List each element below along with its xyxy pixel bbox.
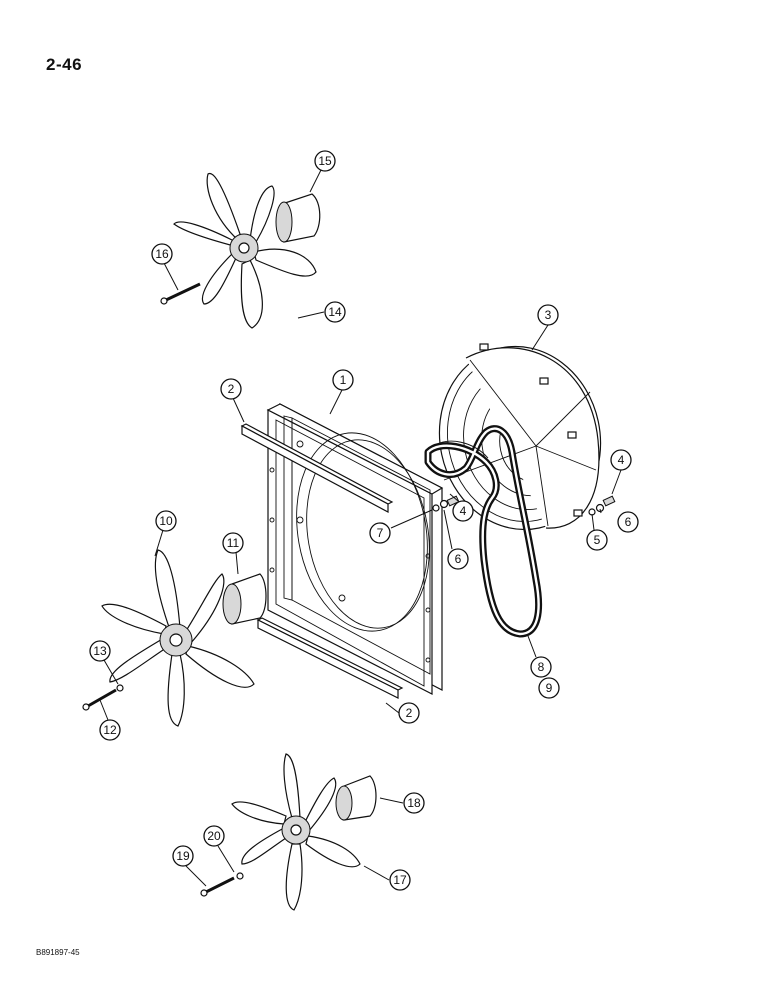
radiator-fan-shroud	[266, 403, 444, 695]
callout-11: 11	[222, 532, 244, 554]
callout-9: 9	[538, 677, 560, 699]
svg-text:11: 11	[227, 536, 240, 550]
callout-3: 3	[537, 304, 559, 326]
svg-text:12: 12	[103, 723, 117, 737]
spacer-top	[275, 193, 321, 243]
callout-7: 7	[369, 522, 391, 544]
svg-text:18: 18	[407, 796, 421, 810]
callout-2: 2	[220, 378, 242, 400]
callout-4: 4	[610, 449, 632, 471]
callout-6: 6	[617, 511, 639, 533]
svg-text:20: 20	[207, 829, 221, 843]
svg-text:13: 13	[93, 644, 107, 658]
svg-text:6: 6	[625, 515, 632, 529]
svg-text:4: 4	[460, 504, 467, 518]
svg-text:16: 16	[155, 247, 169, 261]
seal-strip-bottom	[256, 617, 404, 699]
seal-strip-top	[240, 423, 394, 514]
svg-text:1: 1	[340, 373, 347, 387]
svg-text:2: 2	[406, 706, 413, 720]
callout-19: 19	[172, 845, 194, 867]
callout-8: 8	[530, 656, 552, 678]
figure-id: B891897-45	[36, 948, 80, 957]
callout-10: 10	[155, 510, 177, 532]
svg-text:14: 14	[328, 305, 342, 319]
svg-text:5: 5	[594, 533, 601, 547]
svg-text:10: 10	[159, 514, 173, 528]
fan-bottom	[231, 753, 361, 911]
svg-text:8: 8	[538, 660, 545, 674]
callout-14: 14	[324, 301, 346, 323]
fan-left	[101, 549, 255, 727]
callout-13: 13	[89, 640, 111, 662]
svg-text:3: 3	[545, 308, 552, 322]
fan-guard	[438, 343, 602, 531]
svg-text:19: 19	[176, 849, 190, 863]
callout-16: 16	[151, 243, 173, 265]
svg-text:15: 15	[318, 154, 332, 168]
page-number: 2-46	[46, 55, 83, 74]
fan-top	[173, 172, 317, 329]
svg-text:6: 6	[455, 552, 462, 566]
spacer-bottom	[335, 775, 377, 821]
spacer-left	[222, 573, 267, 625]
svg-text:2: 2	[228, 382, 235, 396]
guard-bolt-hardware	[588, 495, 616, 516]
callout-15: 15	[314, 150, 336, 172]
callout-4: 4	[452, 500, 474, 522]
callout-20: 20	[203, 825, 225, 847]
fan-bolt-left	[82, 684, 124, 711]
svg-text:7: 7	[377, 526, 384, 540]
callout-1: 1	[332, 369, 354, 391]
svg-text:17: 17	[393, 873, 407, 887]
callout-12: 12	[99, 719, 121, 741]
leader-lines	[99, 169, 622, 887]
callout-18: 18	[403, 792, 425, 814]
callout-2: 2	[398, 702, 420, 724]
svg-text:4: 4	[618, 453, 625, 467]
svg-text:9: 9	[546, 681, 553, 695]
fan-bolt-top	[160, 282, 201, 305]
callout-6: 6	[447, 548, 469, 570]
callout-17: 17	[389, 869, 411, 891]
drive-belts	[424, 425, 543, 638]
fan-bolt-bottom	[200, 872, 244, 897]
callout-5: 5	[586, 529, 608, 551]
